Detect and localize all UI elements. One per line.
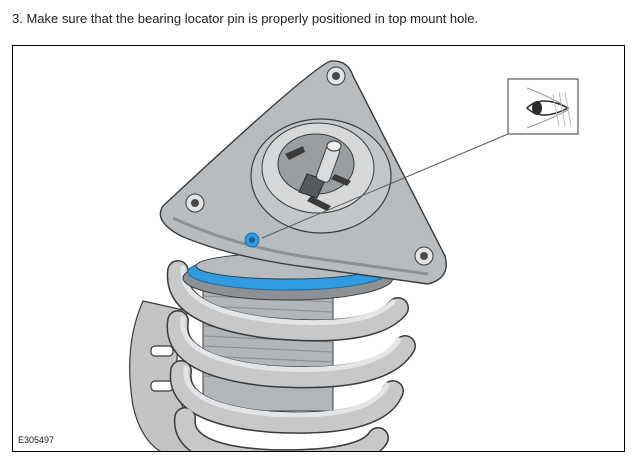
inspect-eye-icon (507, 78, 579, 135)
step-instruction: 3. Make sure that the bearing locator pi… (12, 11, 479, 26)
mount-bolt-hole-right (414, 246, 434, 266)
mount-bolt-hole-top (326, 66, 346, 86)
top-mount (159, 60, 447, 285)
figure-reference-id: E305497 (18, 435, 55, 445)
callout-leader (261, 133, 509, 239)
coil-spring (166, 260, 416, 451)
mount-bolt-hole-left (185, 193, 205, 213)
strut-illustration (129, 60, 579, 451)
illustration-frame: E305497 (12, 45, 625, 452)
bearing-locator-pin (244, 232, 260, 248)
piston-rod (298, 140, 342, 199)
